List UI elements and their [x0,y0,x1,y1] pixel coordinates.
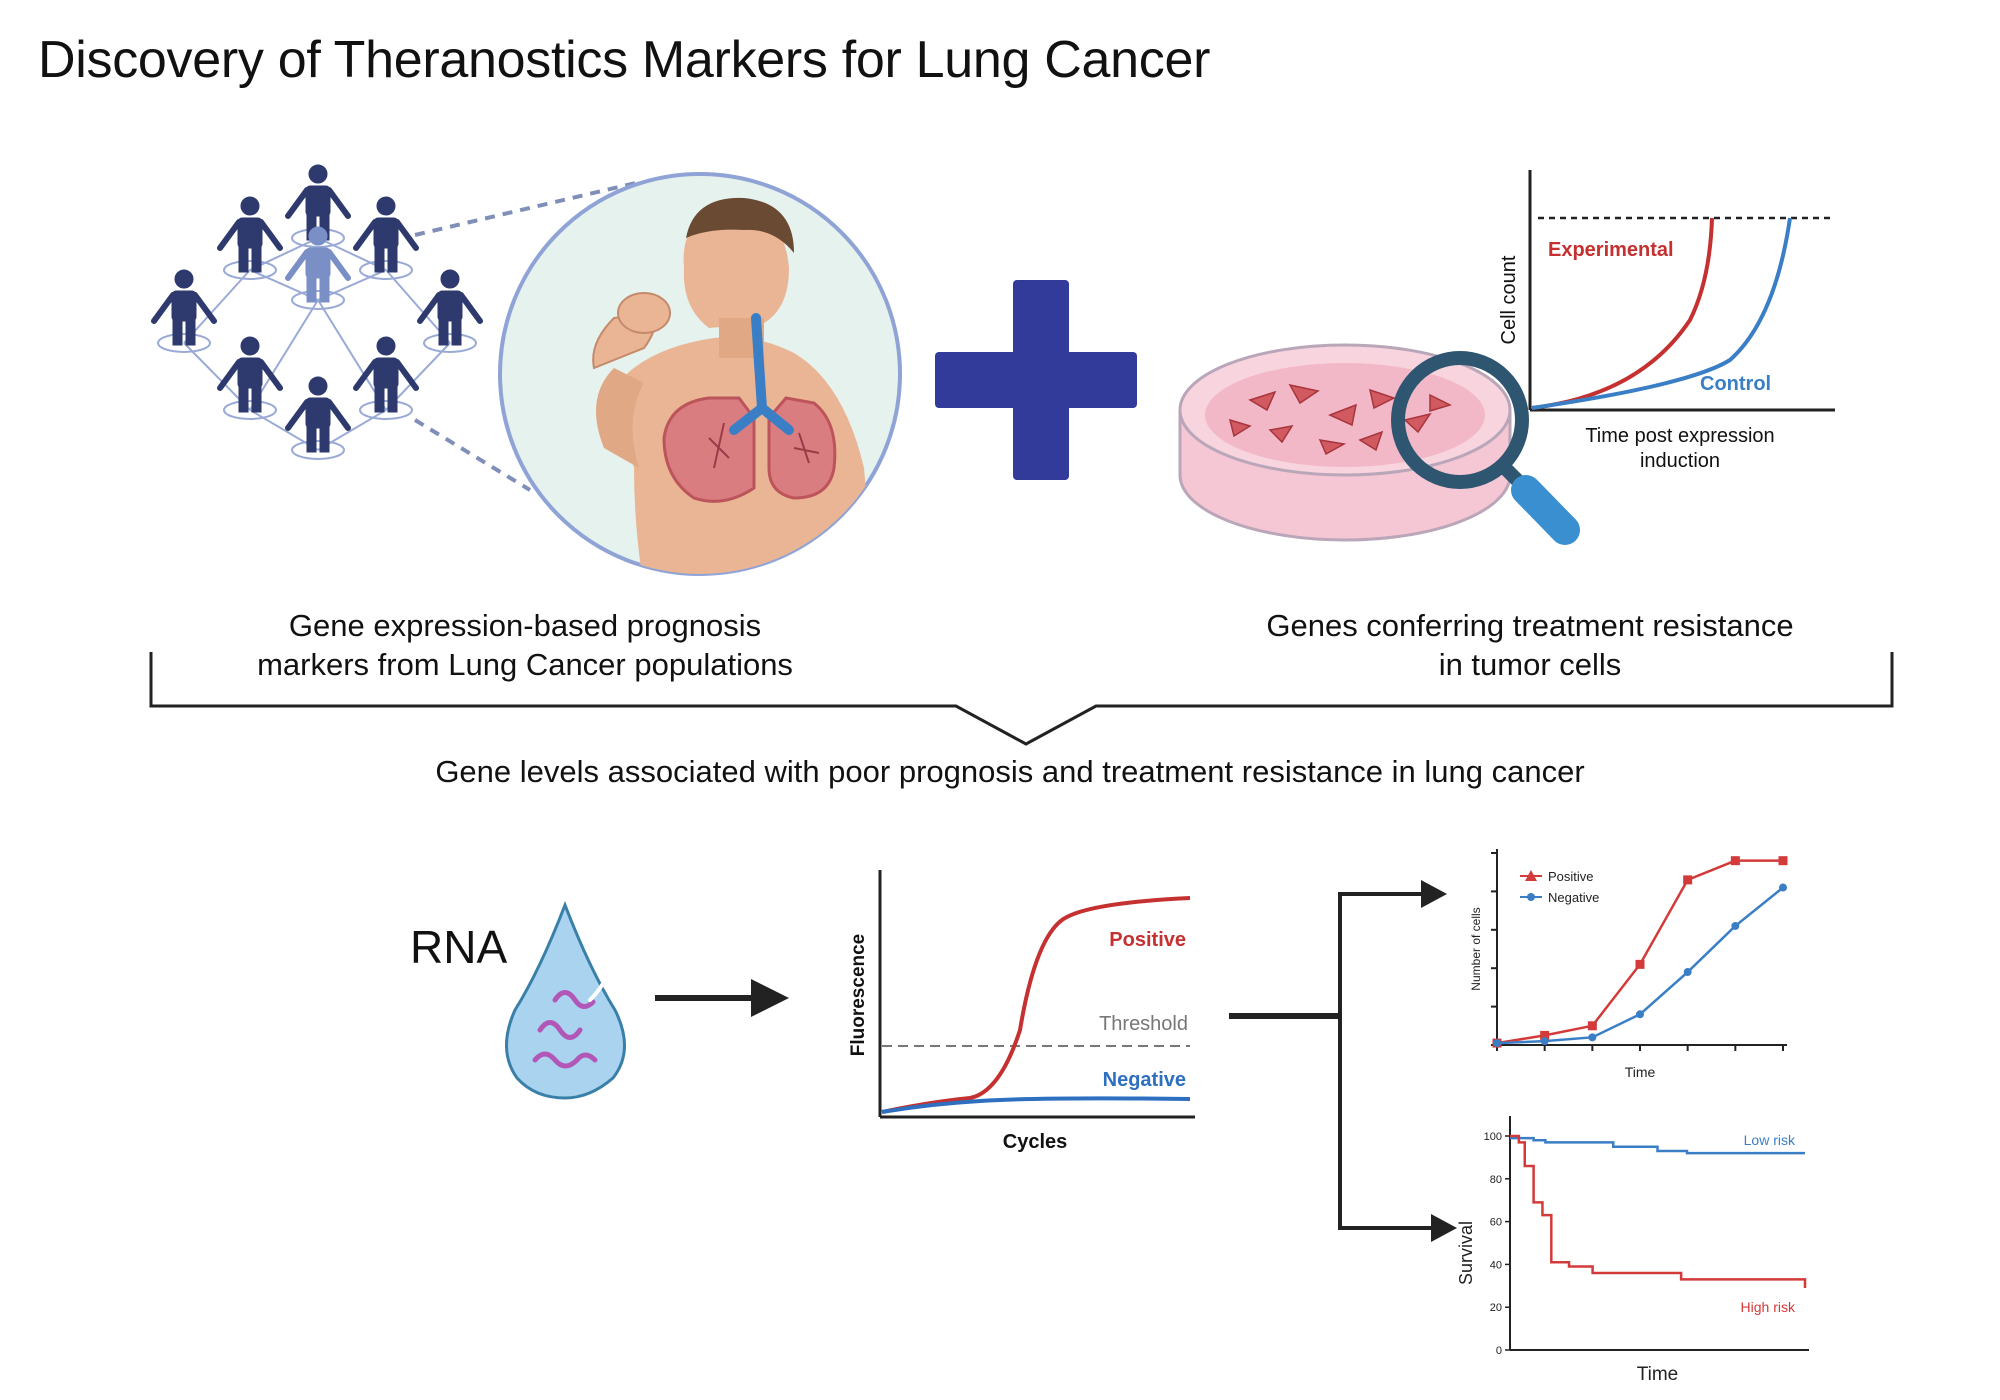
caption-left-line1: Gene expression-based prognosis [288,608,762,643]
arrow-to-qpcr [655,979,789,1017]
growth-ylabel: Cell count [1498,255,1520,344]
rna-label: RNA [410,921,508,973]
cells-point-0 [1540,1030,1550,1040]
growth-series-control-label: Control [1700,373,1771,395]
bracket [149,652,1894,746]
rna-droplet-icon [505,900,626,1100]
survival-y-tick-label: 0 [1496,1345,1502,1357]
survival-xlabel: Time [1637,1364,1679,1385]
caption-right-line1: Genes conferring treatment resistance [1266,608,1794,643]
cells-point-1 [1731,921,1740,930]
cells-legend-marker-0 [1525,870,1537,881]
plus-icon [935,280,1137,480]
survival-ylabel: Survival [1456,1221,1476,1285]
qpcr-xlabel: Cycles [1003,1131,1068,1153]
cells-ylabel: Number of cells [1469,907,1483,990]
survival-series-label-0: Low risk [1744,1132,1796,1148]
caption-combined: Gene levels associated with poor prognos… [435,754,1585,789]
cells-point-0 [1635,959,1645,969]
survival-series-line-1 [1510,1134,1807,1288]
growth-xlabel-line1: Time post expression [1585,425,1774,447]
cells-point-1 [1493,1039,1501,1048]
cells-xlabel: Time [1625,1064,1656,1080]
caption-left-line2: markers from Lung Cancer populations [257,647,793,682]
qpcr-positive-label: Positive [1109,929,1186,951]
growth-chart: Experimental Control Cell count Time pos… [1498,170,1835,472]
magnifier-icon [1391,351,1580,545]
cells-point-1 [1636,1010,1644,1019]
caption-right-line2: in tumor cells [1438,647,1622,682]
cells-point-1 [1540,1037,1549,1046]
survival-series-line-0 [1510,1136,1805,1155]
cells-point-0 [1730,856,1740,866]
qpcr-chart: Positive Threshold Negative Fluorescence… [848,870,1195,1153]
cells-legend-marker-1 [1527,893,1535,901]
growth-series-experimental-label: Experimental [1548,239,1674,261]
cells-legend-label-1: Negative [1548,890,1599,905]
figure-title: Discovery of Theranostics Markers for Lu… [38,31,1211,89]
growth-xlabel-line2: induction [1640,450,1720,472]
branch-arrows [1229,880,1457,1242]
patient-coughing-icon [498,172,902,576]
qpcr-threshold-label: Threshold [1099,1013,1188,1035]
zoom-lines [413,180,641,492]
cells-legend-label-0: Positive [1548,869,1594,884]
cells-point-0 [1587,1021,1597,1031]
population-network-icon [150,150,510,460]
survival-y-tick-label: 40 [1490,1259,1502,1271]
cells-point-0 [1683,875,1693,885]
petri-dish-icon [1178,343,1512,542]
qpcr-ylabel: Fluorescence [848,934,869,1057]
survival-series-label-1: High risk [1741,1299,1796,1315]
survival-y-tick-label: 100 [1484,1131,1502,1143]
qpcr-negative-label: Negative [1103,1069,1186,1091]
survival-y-tick-label: 20 [1490,1302,1502,1314]
survival-y-tick-label: 80 [1490,1174,1502,1186]
cells-point-1 [1779,883,1787,892]
cells-point-1 [1588,1033,1597,1042]
cells-point-0 [1778,856,1788,866]
cells-point-1 [1683,968,1692,977]
survival-y-tick-label: 60 [1490,1217,1502,1229]
